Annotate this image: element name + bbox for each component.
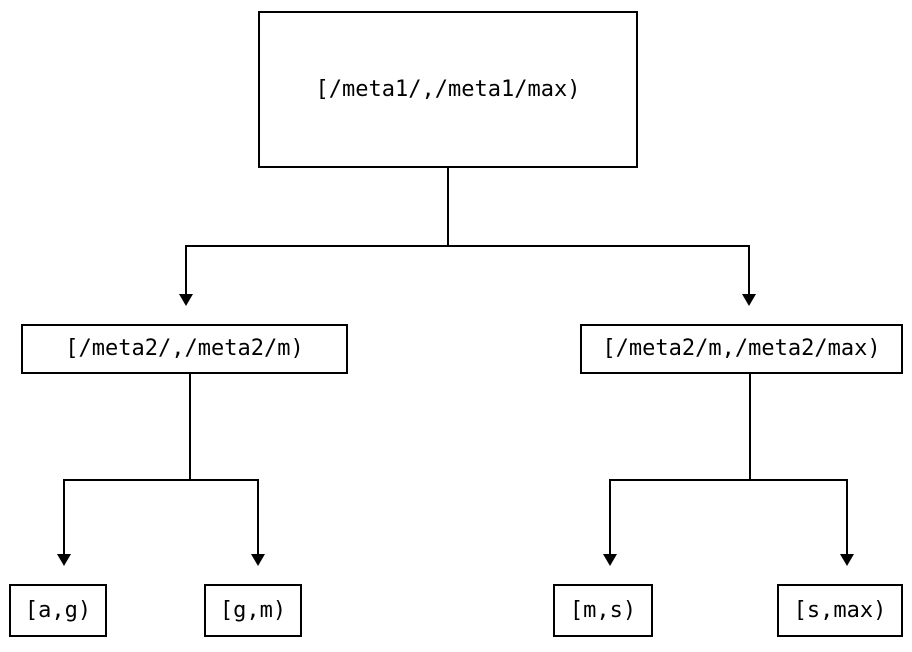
edge-root-to-meta2-low (179, 168, 750, 306)
edge-root-to-meta2-high (742, 246, 756, 306)
edge-meta2low-to-leaf-ag (57, 374, 259, 566)
node-leaf-ms-label: [m,s) (569, 597, 637, 623)
node-leaf-ag[interactable]: [a,g) (9, 584, 107, 637)
edge-meta2high-to-leaf-smax (840, 480, 854, 566)
node-leaf-ms[interactable]: [m,s) (553, 584, 653, 637)
node-meta2-high-label: [/meta2/m,/meta2/max) (602, 336, 881, 361)
edge-meta2low-to-leaf-gm (251, 480, 265, 566)
node-leaf-smax[interactable]: [s,max) (777, 584, 903, 637)
node-leaf-smax-label: [s,max) (793, 597, 887, 623)
edge-meta2high-to-leaf-ms (603, 374, 848, 566)
node-meta2-low-label: [/meta2/,/meta2/m) (65, 336, 304, 361)
node-meta2-high[interactable]: [/meta2/m,/meta2/max) (580, 324, 903, 374)
node-leaf-gm[interactable]: [g,m) (204, 584, 302, 637)
node-root[interactable]: [/meta1/,/meta1/max) (258, 11, 638, 168)
node-leaf-gm-label: [g,m) (219, 597, 287, 623)
node-meta2-low[interactable]: [/meta2/,/meta2/m) (21, 324, 348, 374)
node-leaf-ag-label: [a,g) (24, 597, 92, 623)
node-root-label: [/meta1/,/meta1/max) (315, 76, 581, 102)
